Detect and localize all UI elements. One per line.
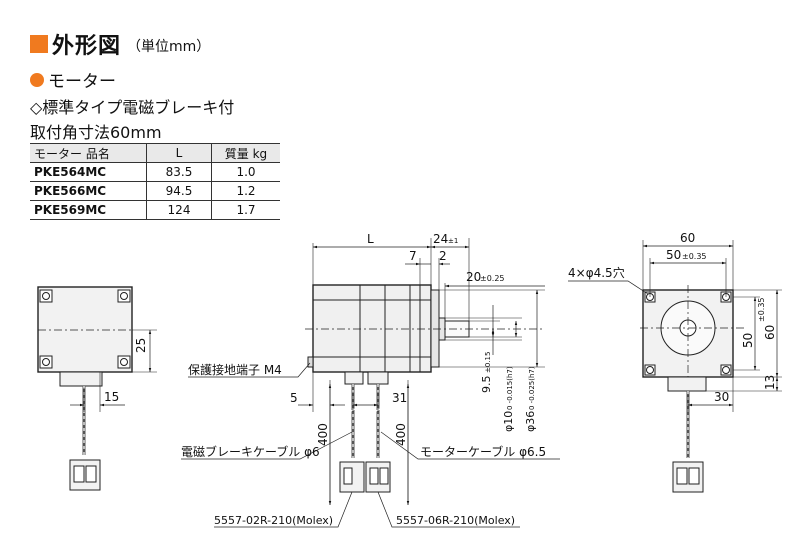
cell-name: PKE569MC	[30, 200, 147, 220]
dim-7: 7	[409, 249, 417, 263]
dim-L: L	[367, 232, 374, 246]
cell-name: PKE566MC	[30, 181, 147, 201]
left-view	[37, 286, 157, 491]
page-title: 外形図 （単位mm）	[30, 28, 210, 60]
cell-mass: 1.7	[211, 200, 280, 220]
dim-phi36: φ36	[524, 411, 537, 432]
dim-50-v-tol: ±0.35	[757, 297, 766, 322]
dim-30: 30	[714, 390, 729, 404]
dim-9-5-tol: ±0.15	[484, 352, 492, 373]
table-header-row: モーター 品名 L 質量 kg	[30, 143, 280, 163]
col-header-mass: 質量 kg	[211, 143, 280, 163]
table-row: PKE564MC 83.5 1.0	[30, 162, 280, 182]
dim-400-a: 400	[316, 423, 330, 446]
dim-13: 13	[763, 375, 777, 390]
dim-2: 2	[439, 249, 447, 263]
table-row: PKE569MC 124 1.7	[30, 200, 280, 220]
motor-heading-text: モーター	[48, 72, 116, 92]
motor-heading: モーター	[30, 67, 116, 92]
dim-25: 25	[134, 338, 148, 353]
brake-cable-label: 電磁ブレーキケーブル φ6	[181, 444, 320, 459]
mount-heading: 取付角寸法60mm	[30, 123, 162, 142]
cell-l: 94.5	[146, 181, 212, 201]
dim-9-5: 9.5	[480, 376, 493, 394]
dim-5: 5	[290, 391, 298, 405]
side-motor-body	[312, 284, 432, 373]
cell-mass: 1.2	[211, 181, 280, 201]
cell-l: 124	[146, 200, 212, 220]
brake-connector-label: 5557-02R-210(Molex)	[214, 514, 333, 527]
dim-400-b: 400	[394, 423, 408, 446]
dim-24: 24	[433, 232, 448, 246]
hole-label: 4×φ4.5穴	[568, 265, 625, 280]
dim-50-v: 50	[741, 333, 755, 348]
dim-phi36-tol: 0 -0.025(h7)	[528, 366, 536, 410]
dim-24-tol: ±1	[448, 237, 458, 245]
type-heading: ◇標準タイプ電磁ブレーキ付	[30, 98, 235, 117]
motor-connector-label: 5557-06R-210(Molex)	[396, 514, 515, 527]
table-row: PKE566MC 94.5 1.2	[30, 181, 280, 201]
side-view	[181, 238, 560, 528]
cell-mass: 1.0	[211, 162, 280, 182]
dim-phi10: φ10	[502, 411, 515, 432]
left-cable-outlet	[59, 371, 103, 387]
flange	[430, 289, 440, 368]
spec-table: モーター 品名 L 質量 kg PKE564MC 83.5 1.0 PKE566…	[30, 143, 280, 220]
cell-name: PKE564MC	[30, 162, 147, 182]
right-view	[568, 240, 782, 493]
title-text: 外形図	[52, 34, 122, 59]
dim-20: 20	[466, 270, 481, 284]
ground-terminal	[307, 356, 314, 368]
dim-50-tol: ±0.35	[682, 252, 707, 261]
dim-15: 15	[104, 390, 119, 404]
dim-60-v: 60	[763, 325, 777, 340]
dim-60: 60	[680, 231, 695, 245]
title-marker	[30, 35, 48, 53]
dim-phi10-tol: 0 -0.015(h7)	[506, 366, 514, 410]
cell-l: 83.5	[146, 162, 212, 182]
col-header-name: モーター 品名	[30, 143, 147, 163]
dim-31: 31	[392, 391, 407, 405]
dim-50: 50	[666, 248, 681, 262]
bullet-icon	[30, 72, 44, 87]
motor-cable-label: モーターケーブル φ6.5	[420, 444, 546, 459]
unit-text: （単位mm）	[127, 39, 211, 55]
ground-terminal-label: 保護接地端子 M4	[188, 362, 282, 377]
dim-20-tol: ±0.25	[480, 274, 505, 283]
col-header-l: L	[146, 143, 212, 163]
